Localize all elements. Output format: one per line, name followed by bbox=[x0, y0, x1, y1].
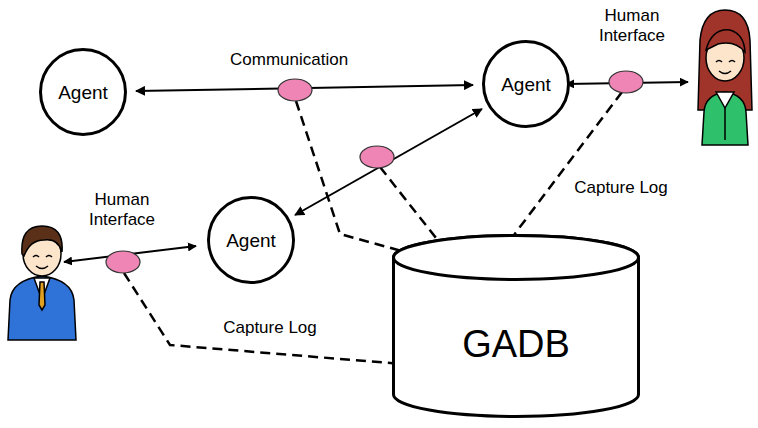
interface-label: Human Interface bbox=[582, 6, 682, 46]
woman-figure bbox=[698, 10, 752, 145]
agent-circle: Agent bbox=[474, 40, 578, 128]
communication-arrow bbox=[295, 109, 482, 215]
man-figure bbox=[8, 226, 76, 340]
edge-label: Communication bbox=[228, 50, 350, 70]
agent-circle: Agent bbox=[199, 196, 303, 284]
agent-name: Agent bbox=[31, 81, 135, 104]
agent-name: Agent bbox=[474, 73, 578, 96]
log-label: Capture Log bbox=[208, 318, 332, 338]
interface-label: Human Interface bbox=[72, 190, 172, 230]
agent-circle: Agent bbox=[31, 48, 135, 136]
agent-name: Agent bbox=[199, 229, 303, 252]
database-cylinder: GADB bbox=[384, 234, 648, 418]
database-name: GADB bbox=[384, 321, 648, 367]
log-label: Capture Log bbox=[564, 178, 678, 198]
human-links bbox=[64, 82, 688, 262]
